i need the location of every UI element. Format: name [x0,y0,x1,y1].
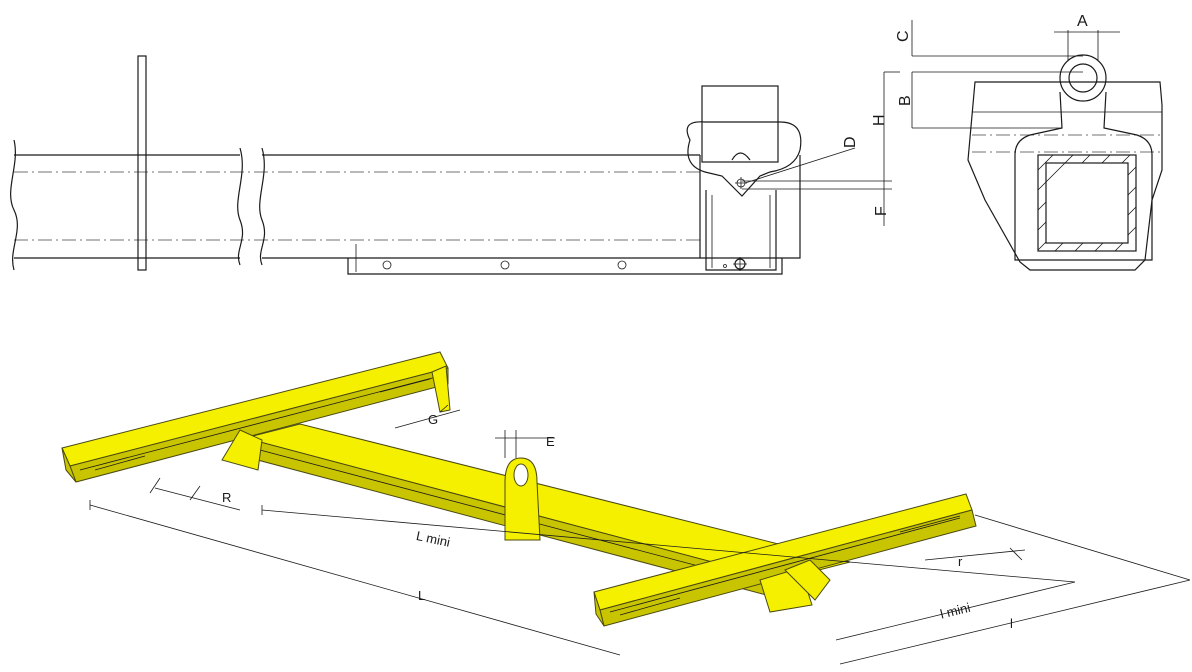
label-D: D [842,136,859,148]
section-view: A C B [895,13,1163,271]
label-E: E [546,434,555,449]
label-A: A [1077,13,1088,30]
label-r: r [958,554,963,569]
iso-view: G E R L mini L l mini l r [61,351,1191,665]
label-R: R [222,490,231,505]
label-F: F [873,206,890,216]
label-l: l [1010,616,1013,631]
label-B: B [897,95,914,106]
label-H: H [871,114,888,126]
label-G: G [428,412,438,427]
label-L-mini: L mini [415,528,452,550]
side-view: D F H [10,55,900,275]
label-l-mini: l mini [939,600,972,622]
label-L: L [418,588,425,603]
label-C: C [895,30,912,42]
